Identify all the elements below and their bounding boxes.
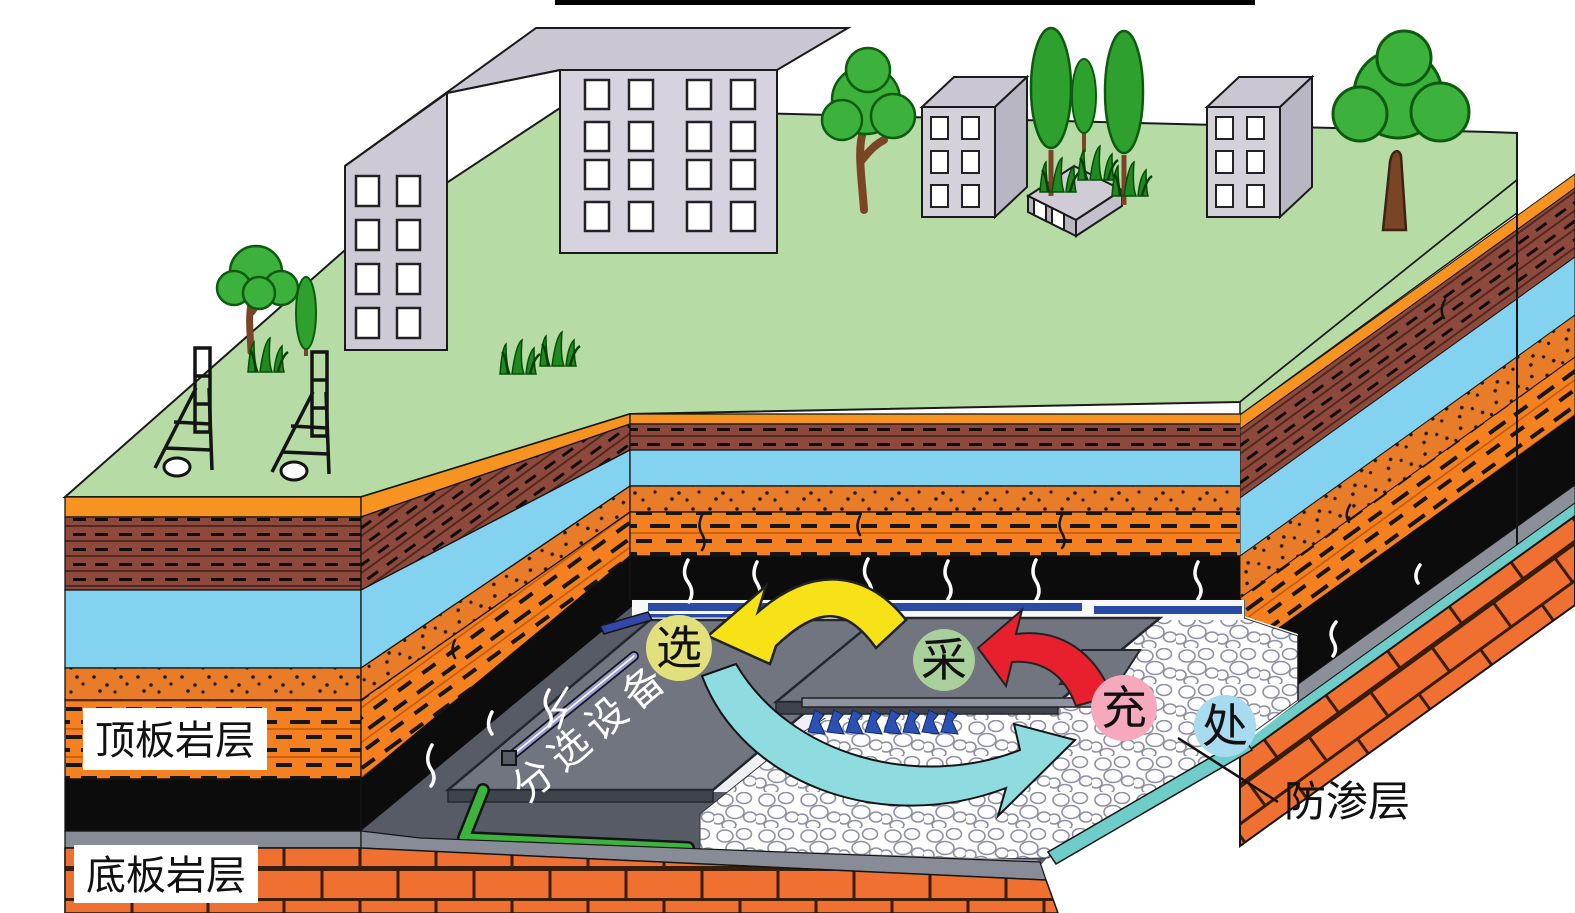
cliff-face-strata [629, 413, 1245, 601]
anti-seepage-pointer [1177, 736, 1279, 804]
cypress-group [1029, 26, 1154, 205]
node-sorting-label: 选 [656, 623, 702, 674]
right-tree [1331, 29, 1471, 232]
small-building-1-windows [930, 116, 980, 208]
rock-cracks-black [451, 298, 1447, 660]
small-building-1 [919, 74, 1030, 220]
arrow-waste-to-backfill [700, 662, 1077, 820]
low-shed-right-face [1075, 188, 1123, 238]
slope-face-strata [1239, 173, 1575, 848]
hydraulic-supports [807, 709, 959, 735]
low-shed [1025, 164, 1125, 238]
process-nodes: 选 采 充 处 [646, 615, 1256, 757]
coal-face [629, 555, 1245, 601]
mid-tree [820, 46, 917, 214]
layer-mudstone [64, 516, 362, 591]
sorting-conveyor [501, 611, 654, 766]
node-backfilling-label: 充 [1101, 683, 1147, 734]
layer-topsoil [64, 496, 362, 518]
roadway-blue-bar-2 [1094, 606, 1242, 614]
node-disposal-label: 处 [1202, 701, 1248, 752]
node-backfilling [1091, 675, 1157, 741]
node-sorting [646, 615, 712, 681]
roof-rock-label: 顶板岩层 [95, 718, 255, 763]
large-building-windows [583, 78, 757, 233]
low-shed-door-1 [1033, 197, 1047, 223]
step-face-strata [360, 413, 641, 833]
top-border-line [555, 0, 1255, 5]
roof-rock-label-box [83, 708, 267, 770]
low-shed-door-2 [1051, 206, 1065, 232]
node-disposal [1194, 695, 1256, 757]
small-building-2 [1204, 74, 1315, 220]
floor-front-bricks [64, 847, 1059, 913]
layer-sandstone [64, 667, 362, 701]
green-pipeline [457, 783, 695, 855]
layer-coal-seam [64, 778, 362, 832]
node-mining-label: 采 [921, 635, 967, 686]
large-building-left-windows [354, 174, 422, 340]
terrace-cypress [295, 276, 317, 356]
floor-rock-label: 底板岩层 [86, 853, 246, 898]
small-building-2-windows [1215, 116, 1265, 208]
process-arrows [700, 578, 1114, 820]
large-building [344, 27, 852, 351]
arrow-coal-to-sorting [705, 578, 908, 666]
anti-seepage-channel [1046, 736, 1254, 866]
floor-rock-label-box [74, 845, 258, 903]
floor-front-gray [360, 830, 1047, 881]
node-mining [913, 629, 975, 691]
layer-aquifer [64, 589, 362, 669]
anti-seepage-label: 防渗层 [1284, 780, 1410, 826]
